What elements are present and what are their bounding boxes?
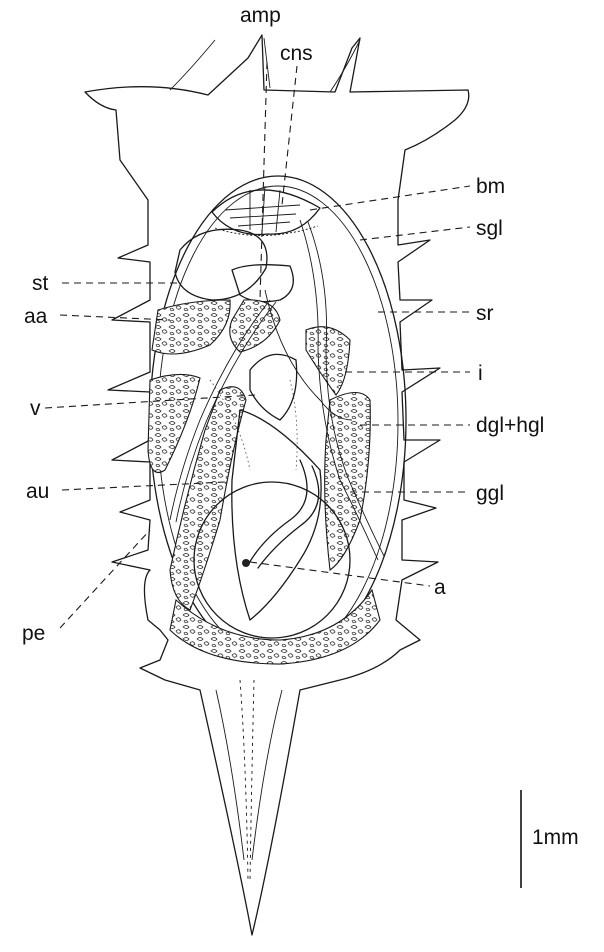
body-outline (85, 35, 469, 935)
label-bm: bm (476, 175, 505, 198)
labels: amp cns bm sgl st sr aa i v dgl+hgl au g… (22, 4, 579, 849)
label-a: a (434, 576, 446, 599)
intestine-end (242, 460, 319, 568)
label-st: st (32, 272, 49, 295)
label-au: au (26, 480, 49, 503)
label-cns: cns (280, 42, 313, 65)
scale-bar-label: 1mm (532, 826, 579, 849)
label-pe: pe (22, 622, 45, 645)
label-v: v (30, 397, 41, 420)
label-dgl-hgl: dgl+hgl (476, 414, 544, 437)
tail-structure (216, 680, 282, 880)
label-sr: sr (476, 302, 494, 325)
label-amp: amp (240, 4, 281, 27)
buccal-mass (212, 186, 320, 236)
label-aa: aa (24, 305, 48, 328)
label-ggl: ggl (476, 482, 504, 505)
stomach (175, 229, 293, 301)
label-sgl: sgl (476, 217, 503, 240)
label-i: i (478, 362, 483, 385)
